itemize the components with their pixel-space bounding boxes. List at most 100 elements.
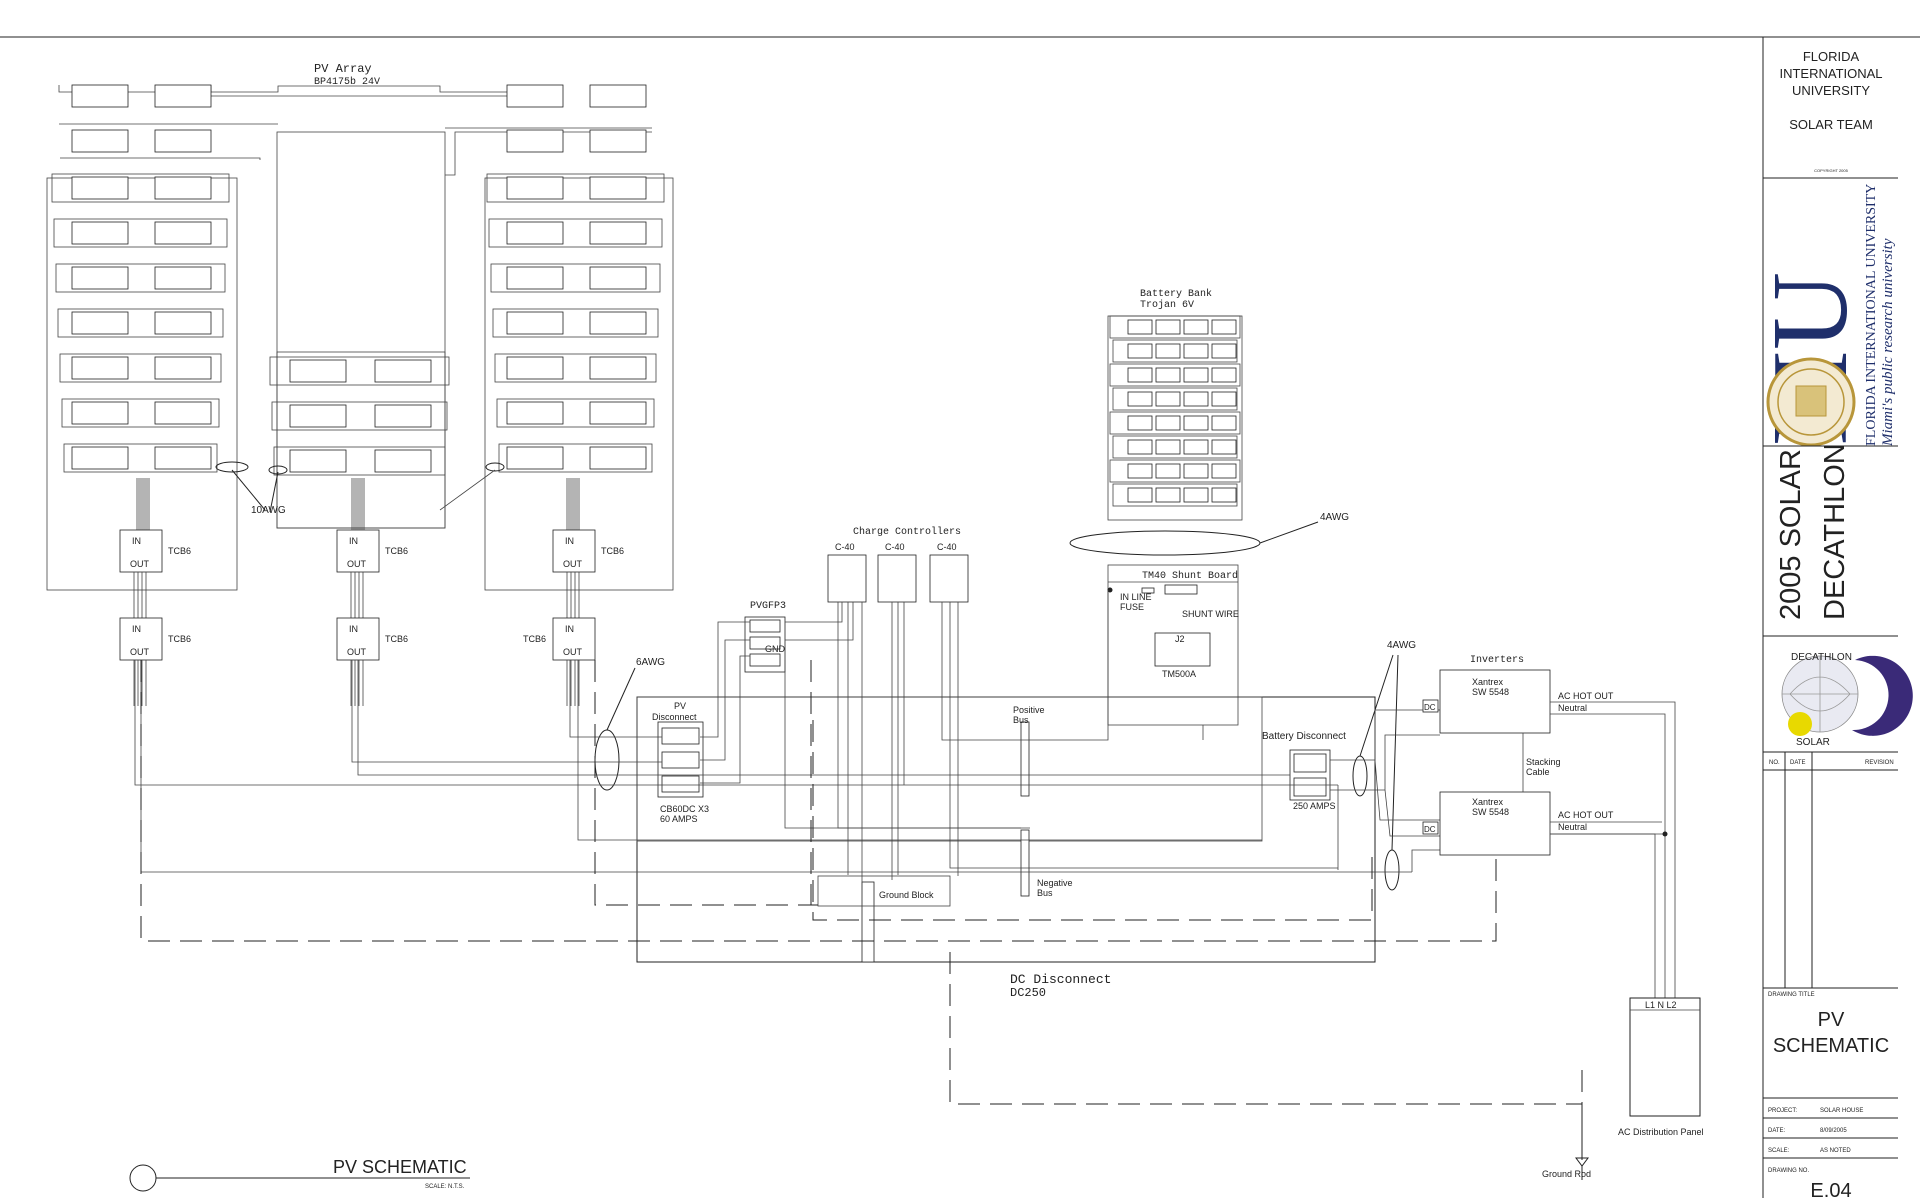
rev-col-date: DATE <box>1790 760 1806 766</box>
pv-disconnect-2: Disconnect <box>652 712 697 722</box>
sheet-border <box>0 36 1920 1198</box>
pv-module <box>71 311 129 335</box>
string-wire <box>273 446 446 476</box>
string-wire <box>269 356 450 386</box>
inverter-2-model: SW 5548 <box>1472 807 1509 817</box>
battery-bank: Battery Bank Trojan 6V 4AWG TM40 Shunt B… <box>1069 288 1349 726</box>
battery-cell <box>1127 343 1153 359</box>
pv-module <box>589 356 647 380</box>
battery-cell <box>1211 487 1237 503</box>
combiner-model-label: TCB6 <box>168 546 191 556</box>
drawing-no-label: DRAWING NO. <box>1768 1168 1809 1174</box>
pv-module <box>154 221 212 245</box>
combiner-in-label: IN <box>132 624 141 634</box>
combiner-out-label: OUT <box>563 647 583 657</box>
rev-col-revision: REVISION <box>1865 760 1894 766</box>
university-line-2: INTERNATIONAL <box>1779 66 1882 81</box>
sheet-title-text: PV SCHEMATIC <box>333 1157 467 1177</box>
l1-n-l2-label: L1 N L2 <box>1645 1000 1677 1010</box>
battery-cell <box>1127 391 1153 407</box>
drawing-title-1: PV <box>1818 1009 1845 1031</box>
date-label: DATE: <box>1768 1128 1786 1134</box>
battery-cell <box>1183 439 1209 455</box>
cc-model-2: C-40 <box>885 542 905 552</box>
combiner-in-label: IN <box>349 624 358 634</box>
pv-module <box>374 404 432 428</box>
combiner-in-label: IN <box>565 536 574 546</box>
wire-10awg: 10AWG <box>251 505 286 516</box>
battery-cell <box>1127 439 1153 455</box>
inverter-1-model: SW 5548 <box>1472 687 1509 697</box>
string-wire <box>494 353 657 383</box>
pv-module <box>506 266 564 290</box>
cc-model-3: C-40 <box>937 542 957 552</box>
charge-controllers: Charge Controllers C-40 C-40 C-40 <box>827 526 969 603</box>
string-wire <box>488 218 663 248</box>
combiner-in-label: IN <box>132 536 141 546</box>
stacking-cable-2: Cable <box>1526 767 1550 777</box>
string-wire <box>63 443 218 473</box>
pv-module <box>71 356 129 380</box>
battery-wire <box>1112 339 1238 363</box>
battery-cells <box>1107 315 1243 521</box>
battery-cell <box>1155 415 1181 431</box>
pv-module <box>71 84 129 108</box>
pv-module <box>71 401 129 425</box>
inverter-2 <box>1439 791 1551 856</box>
solar-team: SOLAR TEAM <box>1789 117 1873 132</box>
date-value: 8/09/2005 <box>1820 1128 1847 1134</box>
sheet-scale-text: SCALE: N.T.S. <box>425 1184 465 1190</box>
inverter-1-brand: Xantrex <box>1472 677 1504 687</box>
combiner-box <box>336 529 380 573</box>
pv-module <box>154 311 212 335</box>
dc-disconnect-model: DC250 <box>1010 986 1046 1000</box>
string-wire <box>496 398 655 428</box>
dc-label-1: DC <box>1424 703 1436 712</box>
inverter-2-brand: Xantrex <box>1472 797 1504 807</box>
battery-wire <box>1112 483 1238 507</box>
battery-cell <box>1211 463 1237 479</box>
inverters-title: Inverters <box>1470 655 1524 666</box>
pv-array-model: BP4175b 24V <box>314 76 380 88</box>
pv-module <box>589 266 647 290</box>
tm500a-meter <box>1154 632 1211 667</box>
scale-value: AS NOTED <box>1820 1148 1851 1154</box>
combiner-model-label: TCB6 <box>168 634 191 644</box>
battery-cell <box>1211 415 1237 431</box>
neutral-1: Neutral <box>1558 703 1587 713</box>
combiner-model-label: TCB6 <box>385 546 408 556</box>
combiner-model-label: TCB6 <box>385 634 408 644</box>
pvgfp-label: PVGFP3 <box>750 601 786 612</box>
fiu-logo-line-2: Miami's public research university <box>1880 238 1896 447</box>
combiner-box <box>552 529 596 573</box>
combiner-box <box>552 617 596 661</box>
combiner-out-label: OUT <box>563 559 583 569</box>
ac-hot-out-2: AC HOT OUT <box>1558 810 1614 820</box>
string-wire <box>57 308 224 338</box>
battery-cell <box>1127 463 1153 479</box>
battery-wire <box>1109 459 1241 483</box>
pv-module <box>506 446 564 470</box>
pv-module <box>506 311 564 335</box>
wire-6awg: 6AWG <box>636 657 665 668</box>
pv-module <box>589 311 647 335</box>
string-wire <box>498 443 653 473</box>
neutral-2: Neutral <box>1558 822 1587 832</box>
pv-module <box>71 221 129 245</box>
project-value: SOLAR HOUSE <box>1820 1108 1863 1114</box>
battery-cell <box>1155 439 1181 455</box>
combiner-in-label: IN <box>565 624 574 634</box>
battery-wire <box>1112 435 1238 459</box>
combiner-out-label: OUT <box>347 559 367 569</box>
battery-bank-title: Battery Bank <box>1140 288 1212 300</box>
battery-cell <box>1155 367 1181 383</box>
j2-label: J2 <box>1175 634 1185 644</box>
charge-controller <box>827 554 867 603</box>
rev-col-no: NO. <box>1769 760 1780 766</box>
combiner-out-label: OUT <box>130 647 150 657</box>
pv-module <box>589 84 647 108</box>
copyright: COPYRIGHT 2005 <box>1814 168 1848 173</box>
string-wire <box>490 263 661 293</box>
drawing-title-2: SCHEMATIC <box>1773 1035 1889 1057</box>
pv-module <box>154 176 212 200</box>
